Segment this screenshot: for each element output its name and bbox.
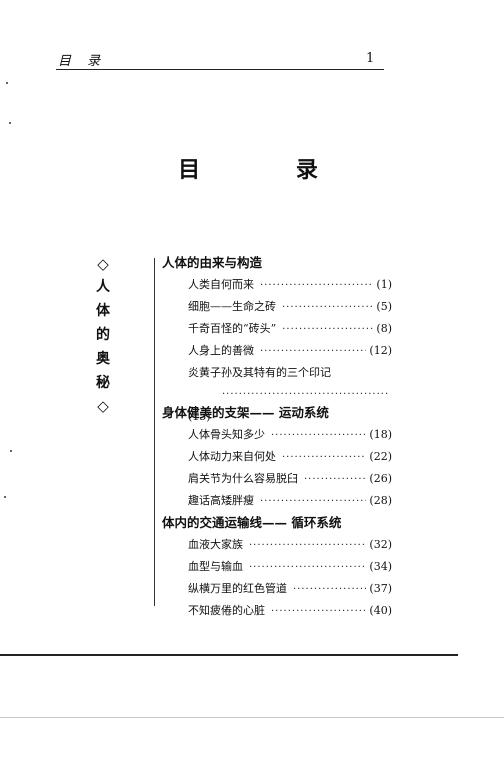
bottom-rule — [0, 654, 458, 656]
side-title-char: 体 — [96, 303, 110, 319]
scan-speck — [9, 122, 11, 124]
toc-entry[interactable]: 人体动力来自何处 (22) — [162, 446, 392, 468]
side-title: ◇ 人 体 的 奥 秘 ◇ — [92, 253, 114, 417]
header-label: 目 录 — [58, 54, 107, 69]
toc-entry-page: (40) — [369, 604, 392, 617]
toc-entry-title: 趣话高矮胖瘦 — [188, 494, 254, 507]
leader-dots — [260, 491, 366, 513]
toc-entry-page: (5) — [376, 300, 392, 313]
toc-entry-page: (37) — [369, 582, 392, 595]
toc-entry[interactable]: 细胞——生命之砖 (5) — [162, 296, 392, 318]
bottom-faint-rule — [0, 717, 504, 718]
leader-dots — [249, 557, 366, 579]
side-title-char: 秘 — [96, 375, 110, 391]
leader-dots — [249, 535, 366, 557]
toc-entry[interactable]: 千奇百怪的“砖头” (8) — [162, 318, 392, 340]
toc-entry-page: (34) — [369, 560, 392, 573]
toc-chapter[interactable]: 体内的交通运输线—— 循环系统 — [162, 515, 342, 530]
diamond-bottom-icon: ◇ — [97, 397, 109, 415]
toc-entry-title: 人体骨头知多少 — [188, 428, 265, 441]
leader-dots — [293, 579, 366, 601]
toc-entry-title: 血型与输血 — [188, 560, 243, 573]
leader-dots — [260, 275, 373, 297]
toc-entry-title: 人体动力来自何处 — [188, 450, 276, 463]
toc-entry-page: (28) — [369, 494, 392, 507]
page-number: 1 — [366, 51, 375, 66]
leader-dots — [271, 425, 366, 447]
scan-speck — [6, 82, 8, 84]
side-title-char: 的 — [96, 327, 110, 343]
toc-entry-title: 不知疲倦的心脏 — [188, 604, 265, 617]
leader-dots — [282, 447, 366, 469]
scan-speck — [4, 496, 6, 498]
diamond-top-icon: ◇ — [97, 255, 109, 273]
page-title: 目 录 — [178, 158, 362, 183]
toc-entry-page: (1) — [376, 278, 392, 291]
leader-dots — [282, 297, 373, 319]
toc-entry[interactable]: 肩关节为什么容易脱臼 (26) — [162, 468, 392, 490]
toc-entry-title: 血液大家族 — [188, 538, 243, 551]
toc-entry-title: 炎黄子孙及其特有的三个印记 — [188, 366, 331, 379]
toc-entry-title: 千奇百怪的“砖头” — [188, 322, 277, 335]
leader-dots — [271, 601, 366, 623]
toc-vertical-rule — [154, 258, 155, 606]
toc-entry[interactable]: 人类自何而来 (1) — [162, 274, 392, 296]
toc-entry[interactable]: 人体骨头知多少 (18) — [162, 424, 392, 446]
leader-dots — [304, 469, 366, 491]
toc-entry-title: 人身上的善微 — [188, 344, 254, 357]
toc-entry-page: (12) — [369, 344, 392, 357]
leader-dots — [260, 341, 366, 363]
toc-entry[interactable]: 人身上的善微 (12) — [162, 340, 392, 362]
scan-speck — [10, 450, 12, 452]
toc-entry[interactable]: 不知疲倦的心脏 (40) — [162, 600, 392, 622]
side-title-char: 人 — [96, 279, 110, 295]
header-rule — [56, 69, 384, 70]
leader-dots — [282, 319, 373, 341]
toc-entry-page: (8) — [376, 322, 392, 335]
toc-entry-title: 细胞——生命之砖 — [188, 300, 276, 313]
toc-entry[interactable]: 炎黄子孙及其特有的三个印记 (15) — [162, 362, 392, 423]
toc-entry-page: (18) — [369, 428, 392, 441]
toc-entry[interactable]: 纵横万里的红色管道 (37) — [162, 578, 392, 600]
toc-chapter[interactable]: 人体的由来与构造 — [162, 255, 263, 270]
toc-entry[interactable]: 血型与输血 (34) — [162, 556, 392, 578]
toc-entry-page: (32) — [369, 538, 392, 551]
side-title-char: 奥 — [96, 351, 110, 367]
toc-entry-title: 人类自何而来 — [188, 278, 254, 291]
toc-entry-title: 肩关节为什么容易脱臼 — [188, 472, 298, 485]
toc-entry-page: (22) — [369, 450, 392, 463]
toc-entry[interactable]: 血液大家族 (32) — [162, 534, 392, 556]
table-of-contents: 人体的由来与构造 人类自何而来 (1) 细胞——生命之砖 (5) 千奇百怪的“砖… — [162, 252, 392, 622]
toc-chapter[interactable]: 身体健美的支架—— 运动系统 — [162, 405, 329, 420]
toc-entry-title: 纵横万里的红色管道 — [188, 582, 287, 595]
toc-entry-page: (15) — [188, 410, 211, 423]
toc-entry[interactable]: 趣话高矮胖瘦 (28) — [162, 490, 392, 512]
toc-entry-page: (26) — [369, 472, 392, 485]
